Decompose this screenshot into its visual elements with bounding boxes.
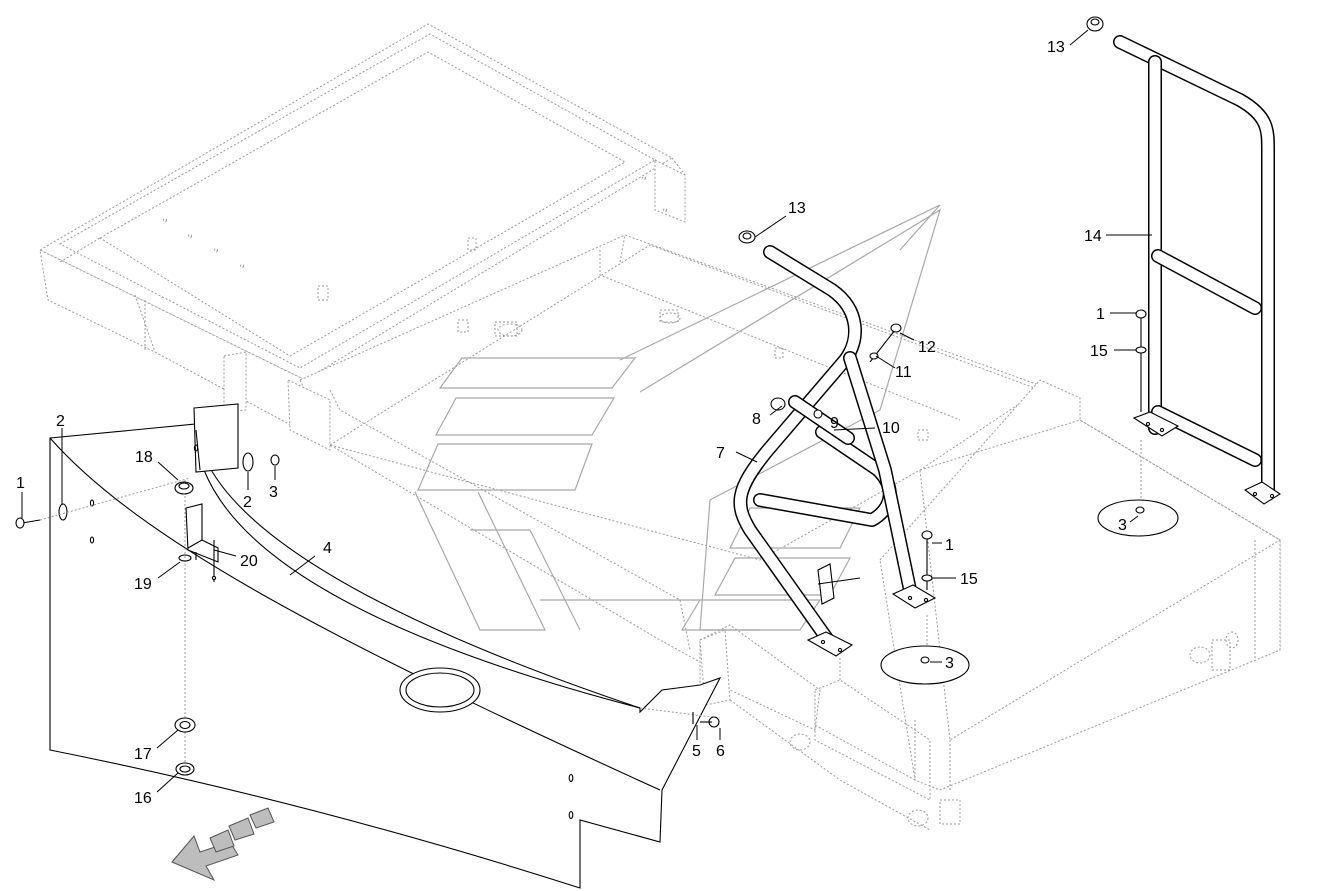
callout-1: 1 — [945, 537, 954, 554]
leader-lines — [21, 29, 1152, 793]
callout-10: 10 — [882, 420, 900, 437]
callout-11: 11 — [895, 364, 912, 381]
callout-1: 1 — [1096, 306, 1105, 323]
callout-7: 7 — [716, 445, 725, 462]
callout-2: 2 — [56, 413, 65, 430]
manufacturer-logo-watermark — [414, 204, 942, 631]
callout-17: 17 — [134, 746, 152, 763]
callout-12: 12 — [918, 339, 936, 356]
callout-20: 20 — [240, 553, 258, 570]
callout-15: 15 — [960, 571, 978, 588]
callout-16: 16 — [134, 790, 152, 807]
callout-9: 9 — [830, 415, 839, 432]
callout-13: 13 — [1047, 39, 1065, 56]
center-handrail — [733, 230, 970, 685]
callout-19: 19 — [134, 576, 152, 593]
callout-3: 3 — [945, 655, 954, 672]
callout-13: 13 — [788, 200, 806, 217]
callout-15: 15 — [1090, 343, 1108, 360]
callout-18: 18 — [135, 449, 153, 466]
callout-2: 2 — [243, 494, 252, 511]
callout-3: 3 — [269, 484, 278, 501]
callout-labels: 1 2 18 2 3 20 19 4 17 16 5 6 13 12 11 8 … — [16, 39, 1127, 807]
forward-direction-arrow-icon — [171, 807, 275, 882]
callout-4: 4 — [323, 540, 332, 557]
rear-panel — [15, 403, 722, 889]
callout-14: 14 — [1084, 228, 1102, 245]
right-handrail — [1086, 16, 1282, 537]
callout-1: 1 — [16, 475, 25, 492]
hardware-left — [174, 452, 720, 776]
callout-6: 6 — [716, 743, 725, 760]
callout-5: 5 — [692, 743, 701, 760]
callout-8: 8 — [752, 411, 761, 428]
callout-3: 3 — [1118, 517, 1127, 534]
